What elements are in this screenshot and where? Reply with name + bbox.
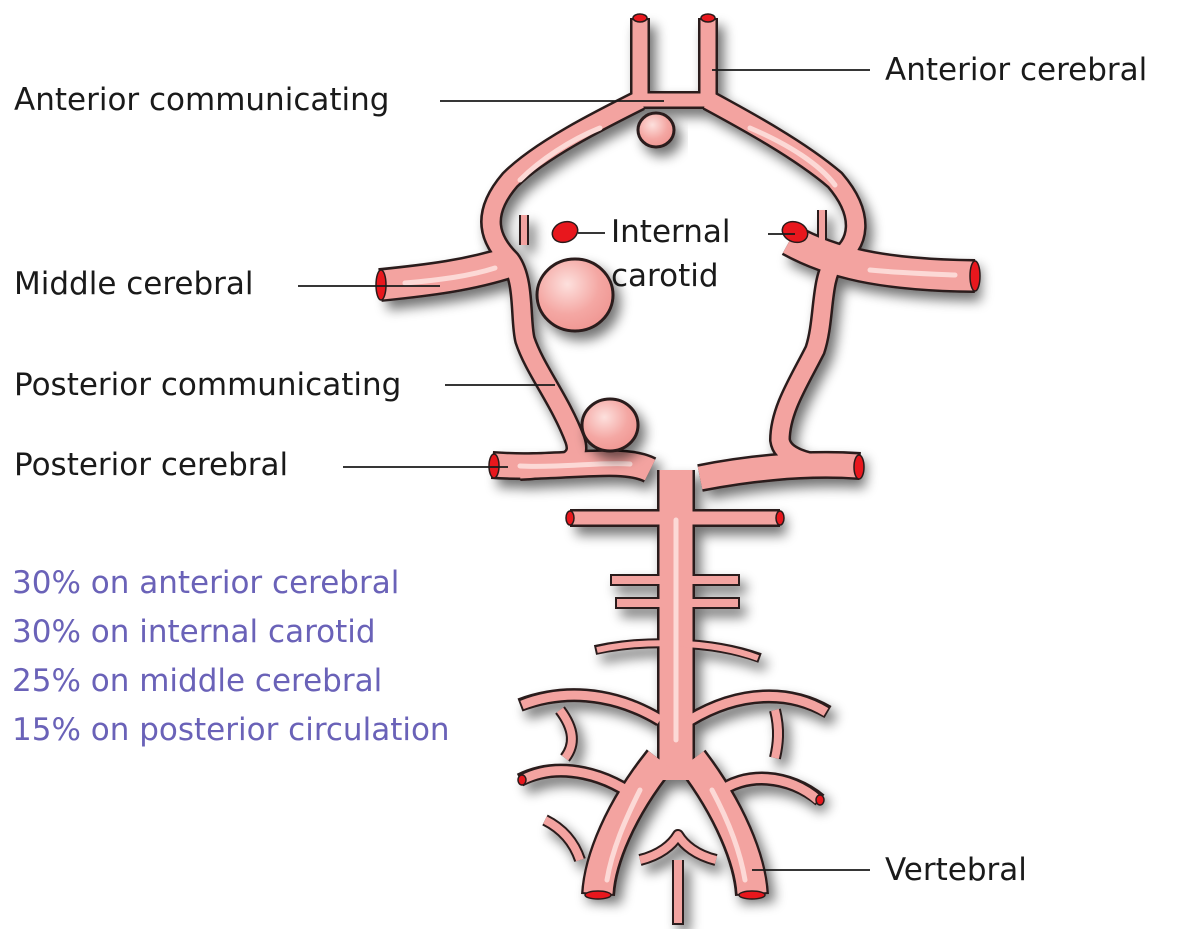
stat-middle-cerebral: 25% on middle cerebral <box>12 663 382 699</box>
label-anterior-cerebral: Anterior cerebral <box>885 52 1147 88</box>
aneurysm-anterior-communicating <box>638 113 674 147</box>
stat-internal-carotid: 30% on internal carotid <box>12 614 376 650</box>
stat-posterior-circulation: 15% on posterior circulation <box>12 712 450 748</box>
label-middle-cerebral: Middle cerebral <box>14 266 254 302</box>
label-internal-carotid-line2: carotid <box>611 258 719 294</box>
label-internal-carotid-line1: Internal <box>611 214 730 250</box>
label-anterior-communicating: Anterior communicating <box>14 82 389 118</box>
label-posterior-communicating: Posterior communicating <box>14 367 401 403</box>
label-posterior-cerebral: Posterior cerebral <box>14 447 288 483</box>
aneurysm-middle-cerebral <box>537 259 613 331</box>
stat-anterior-cerebral: 30% on anterior cerebral <box>12 565 399 601</box>
aneurysm-posterior-communicating <box>582 399 638 451</box>
label-vertebral: Vertebral <box>885 852 1027 888</box>
